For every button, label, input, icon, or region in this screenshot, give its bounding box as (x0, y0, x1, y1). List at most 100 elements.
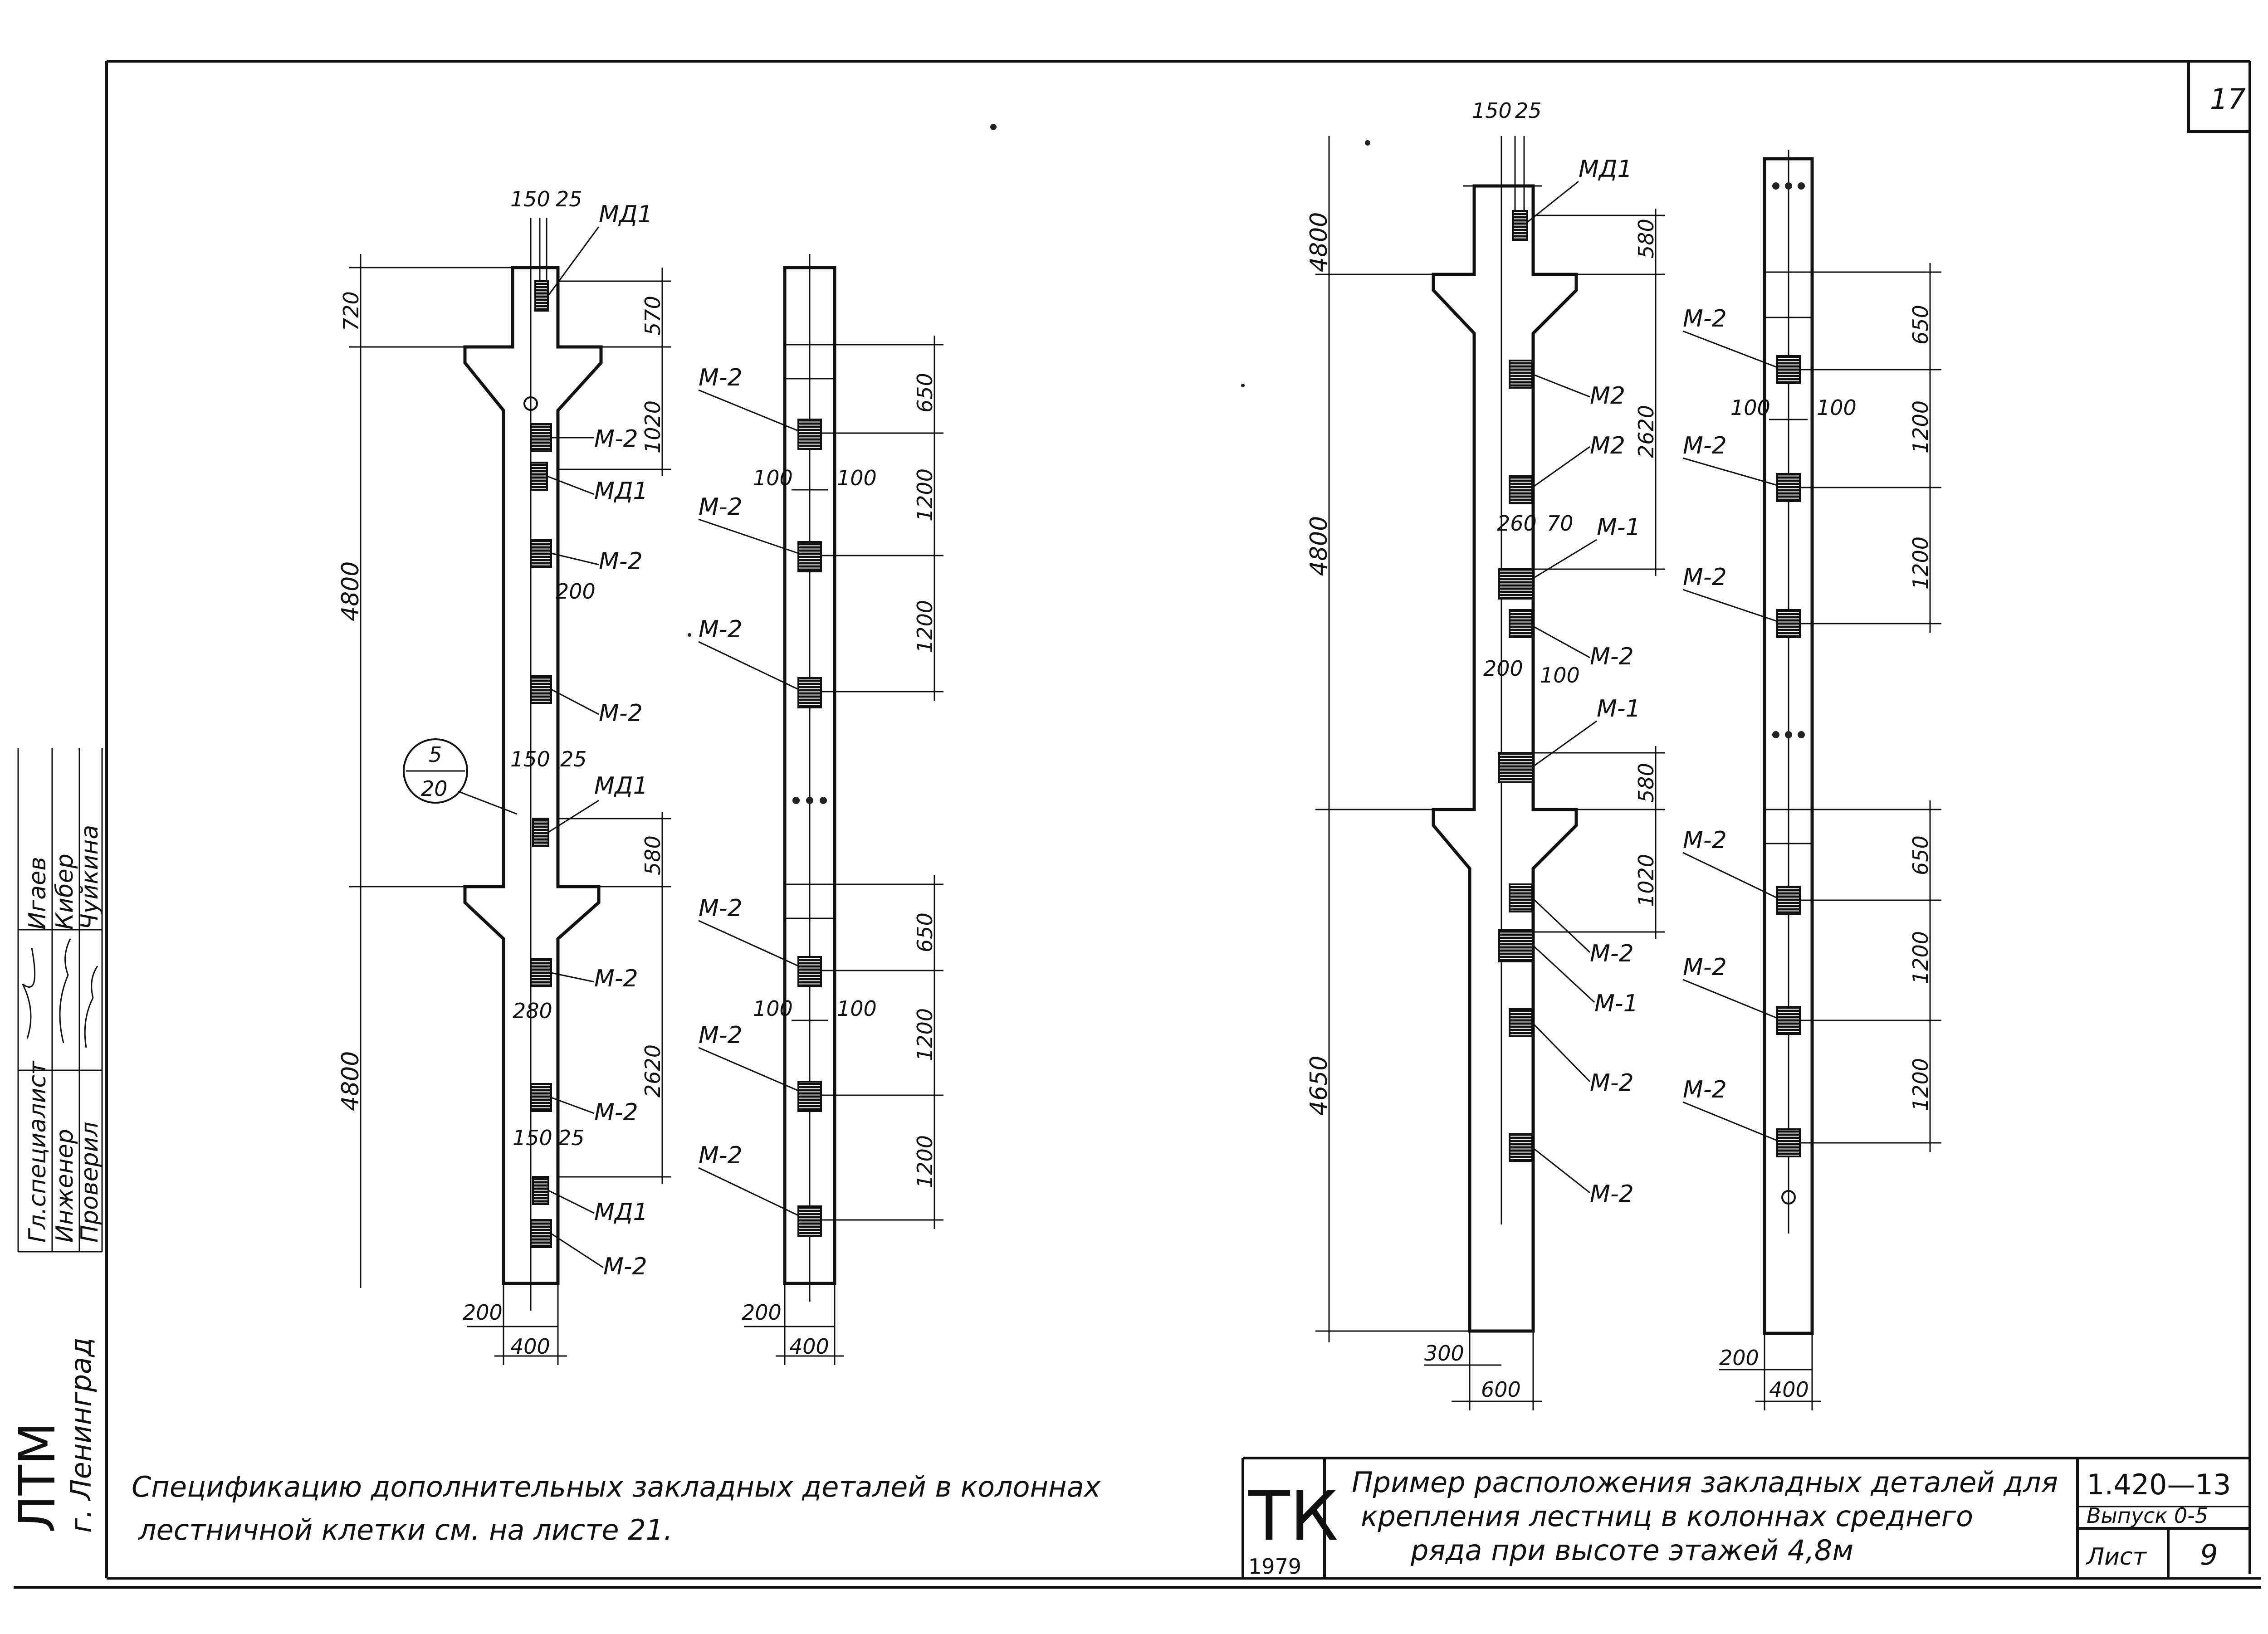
dim-650: 650 (1908, 835, 1933, 875)
dim-300: 300 (1424, 1341, 1464, 1366)
label-m1: М-1 (1597, 695, 1641, 722)
embed-plate (1509, 1008, 1533, 1037)
dim-650: 650 (913, 912, 937, 952)
label-m2: М-2 (699, 616, 743, 643)
callout-bottom: 20 (421, 776, 448, 801)
label-m2: М-2 (699, 493, 743, 521)
dim-1200: 1200 (913, 468, 937, 522)
dim-1200: 1200 (1908, 400, 1933, 454)
embed-plate (532, 1176, 549, 1205)
dim-150: 150 (510, 187, 550, 211)
embed-plate (530, 1219, 552, 1248)
label-m2: М-2 (594, 965, 638, 992)
label-m2: М-2 (699, 1022, 743, 1049)
label-m2: М-2 (1683, 432, 1727, 459)
dim-25: 25 (556, 187, 582, 211)
dim-25: 25 (560, 747, 587, 771)
label-m2: М-2 (603, 1253, 647, 1280)
scan-specks (688, 124, 1370, 637)
dim-4800-lower: 4800 (337, 1051, 364, 1111)
label-m2: М-2 (1683, 305, 1727, 332)
embed-plate (534, 280, 549, 312)
dim-1020: 1020 (640, 400, 665, 454)
label-md1: МД1 (1579, 156, 1633, 183)
embed-plate (1498, 929, 1534, 962)
dim-1020: 1020 (1634, 854, 1658, 907)
year: 1979 (1248, 1554, 1301, 1579)
column-1-dimensions (349, 254, 671, 1365)
embed-plate (1776, 609, 1801, 638)
embed-plate (530, 423, 552, 452)
label-m2b: М2 (1590, 432, 1625, 459)
dim-25: 25 (1515, 98, 1542, 123)
column-2-dimensions (744, 336, 943, 1365)
label-m2: М-2 (599, 548, 643, 575)
dim-600: 600 (1481, 1377, 1521, 1402)
dim-570: 570 (640, 296, 665, 336)
dim-580: 580 (1634, 219, 1658, 259)
role-2: Инженер (51, 1129, 78, 1243)
dim-70: 70 (1547, 511, 1574, 536)
dim-1200: 1200 (1908, 537, 1933, 590)
label-m2: М-2 (594, 425, 638, 453)
embed-plate (797, 1081, 822, 1112)
label-m2b: М2 (1590, 382, 1625, 410)
dim-150: 150 (510, 747, 550, 771)
dim-720: 720 (339, 291, 363, 331)
column-2-embeds (797, 419, 822, 1237)
embed-plate (1776, 473, 1801, 502)
column-1-embeds (530, 280, 552, 1248)
embed-plate (1509, 609, 1533, 638)
org-logo: ТК (1248, 1477, 1338, 1556)
left-stamp (17, 748, 103, 1253)
dim-200: 200 (1719, 1346, 1759, 1370)
dim-100: 100 (1730, 395, 1770, 420)
issue-label: Выпуск 0-5 (2087, 1503, 2208, 1528)
dim-100: 100 (753, 996, 793, 1021)
dim-1200: 1200 (913, 1008, 937, 1061)
embed-plate (530, 675, 552, 704)
label-m2: М-2 (594, 1099, 638, 1126)
label-m2: М-2 (699, 895, 743, 922)
embed-plate (1776, 355, 1801, 384)
column-4-dimensions (1719, 263, 1941, 1410)
embed-plate (797, 419, 822, 450)
label-m2: М-2 (1590, 643, 1634, 670)
embed-plate (1509, 883, 1533, 912)
embed-plate (1509, 1133, 1533, 1162)
embed-plate (530, 958, 552, 987)
dim-25: 25 (558, 1126, 585, 1150)
dim-650: 650 (1908, 305, 1933, 345)
dim-400: 400 (789, 1334, 829, 1359)
role-3: Проверил (76, 1122, 103, 1243)
embed-plate (797, 541, 822, 572)
column-3 (1432, 136, 1578, 1333)
name-2: Кибер (51, 854, 78, 930)
label-m2: М-2 (1683, 1076, 1727, 1103)
column-3-embeds (1498, 210, 1534, 1162)
dim-150: 150 (1472, 98, 1512, 123)
embed-plate (797, 677, 822, 708)
dim-260: 260 (1497, 511, 1537, 536)
dim-200: 200 (1483, 656, 1523, 681)
embed-plate (1776, 1128, 1801, 1157)
label-m2: М-2 (1683, 827, 1727, 854)
name-1: Игаев (24, 857, 51, 930)
dim-580: 580 (640, 835, 665, 875)
sheet-label: Лист (2086, 1543, 2147, 1571)
label-m2: М-2 (1683, 954, 1727, 981)
embed-plate (1776, 886, 1801, 915)
dim-650: 650 (913, 373, 937, 413)
title-line-1: Пример расположения закладных деталей дл… (1352, 1466, 2058, 1499)
label-m2: М-2 (699, 364, 743, 391)
dim-400: 400 (510, 1334, 550, 1359)
embed-plate (530, 1083, 552, 1112)
embed-plate (1512, 210, 1528, 241)
embed-plate (797, 1205, 822, 1237)
dim-400: 400 (1769, 1377, 1809, 1402)
label-m2: М-2 (599, 700, 643, 727)
role-1: Гл.специалист (24, 1060, 51, 1243)
dim-580: 580 (1634, 763, 1658, 803)
